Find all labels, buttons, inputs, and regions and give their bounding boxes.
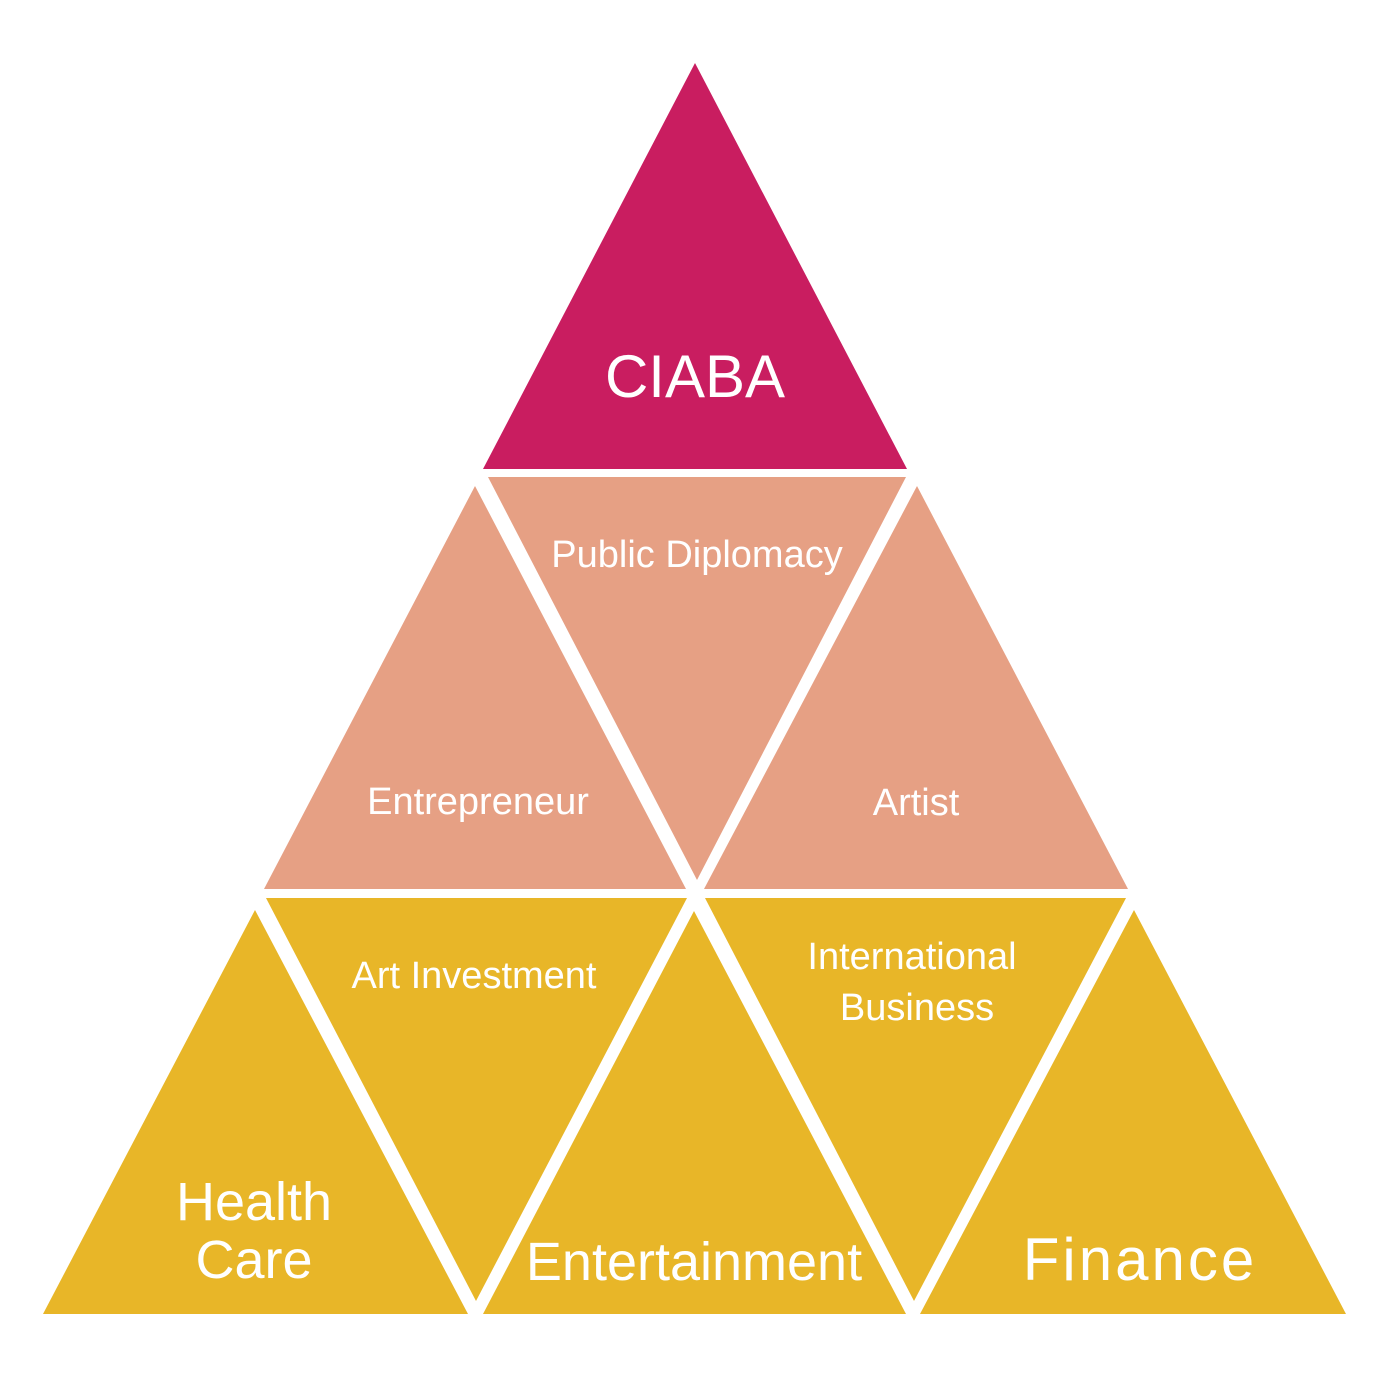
label-art-investment: Art Investment — [352, 955, 597, 997]
label-finance: Finance — [1023, 1226, 1257, 1293]
label-artist: Artist — [873, 782, 960, 824]
tier-middle-left-triangle — [264, 486, 686, 889]
label-public-diplomacy: Public Diplomacy — [551, 534, 842, 576]
tier-top-triangle — [483, 63, 907, 469]
tier-bottom-entertainment-triangle — [483, 911, 906, 1314]
label-business: Business — [840, 987, 994, 1029]
label-care: Care — [195, 1230, 312, 1290]
tier-bottom-art-investment-triangle — [266, 898, 687, 1301]
tier-bottom-health-care-triangle — [43, 910, 468, 1314]
label-international: International — [807, 936, 1016, 978]
label-ciaba: CIABA — [605, 343, 785, 410]
tier-bottom-international-business-triangle — [705, 898, 1126, 1301]
tier-bottom-finance-triangle — [920, 910, 1346, 1314]
label-entrepreneur: Entrepreneur — [367, 781, 589, 823]
tier-middle-center-triangle — [488, 477, 906, 880]
label-entertainment: Entertainment — [526, 1232, 862, 1292]
label-health: Health — [176, 1172, 332, 1232]
tier-middle-right-triangle — [704, 486, 1128, 889]
